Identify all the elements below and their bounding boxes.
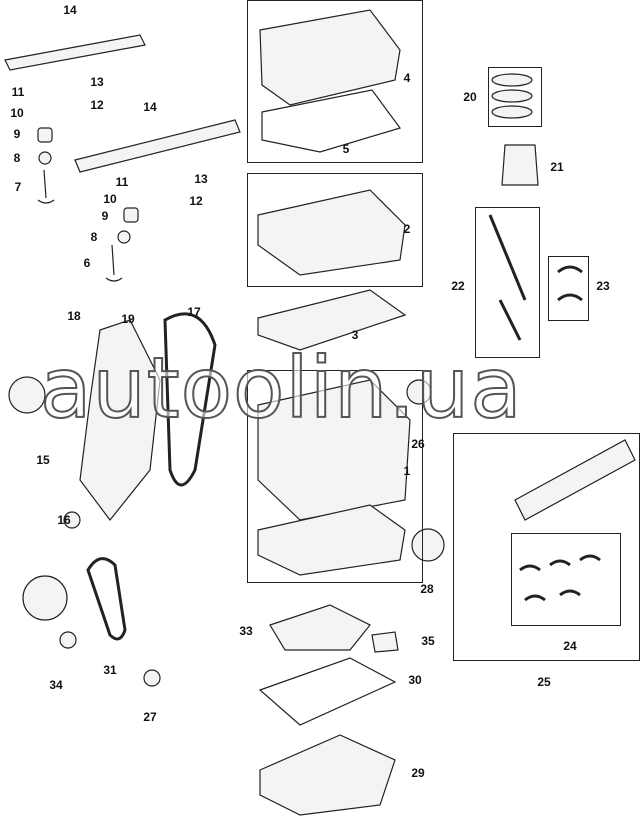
callout: 26 bbox=[411, 437, 425, 451]
oil-pan bbox=[259, 734, 396, 816]
callout: 18 bbox=[67, 309, 81, 323]
callout: 30 bbox=[408, 673, 422, 687]
cylinder-head bbox=[257, 189, 406, 276]
callout: 28 bbox=[420, 582, 434, 596]
valve-left bbox=[37, 169, 55, 204]
valve-seal bbox=[38, 151, 52, 165]
connecting-rod-box bbox=[475, 207, 540, 358]
callout: 3 bbox=[351, 328, 359, 342]
bearing-shell bbox=[557, 265, 583, 302]
sprocket bbox=[8, 376, 46, 414]
callout: 7 bbox=[14, 180, 22, 194]
callout: 9 bbox=[13, 127, 21, 141]
oil-pump bbox=[269, 604, 371, 651]
piston-ring bbox=[491, 105, 533, 119]
callout: 35 bbox=[421, 634, 435, 648]
callout: 34 bbox=[49, 678, 63, 692]
sprocket-small bbox=[63, 511, 81, 529]
callout: 22 bbox=[451, 279, 465, 293]
main-bearings bbox=[519, 554, 601, 602]
callout: 24 bbox=[563, 639, 577, 653]
camshaft-lower bbox=[74, 119, 241, 173]
connecting-rod bbox=[488, 214, 527, 341]
pulley-small bbox=[59, 631, 77, 649]
piston-ring bbox=[491, 89, 533, 103]
callout: 14 bbox=[63, 3, 77, 17]
head-gasket bbox=[257, 289, 407, 351]
callout: 6 bbox=[83, 256, 91, 270]
callout: 33 bbox=[239, 624, 253, 638]
callout: 20 bbox=[463, 90, 477, 104]
callout: 29 bbox=[411, 766, 425, 780]
valve-cover bbox=[259, 9, 401, 106]
drive-belt bbox=[86, 557, 127, 641]
cylinder-head-group-box bbox=[247, 173, 423, 287]
callout: 25 bbox=[537, 675, 551, 689]
callout: 16 bbox=[57, 513, 71, 527]
lower-block bbox=[257, 504, 406, 576]
watermark: autoolin.ua bbox=[39, 339, 523, 437]
callout: 5 bbox=[342, 142, 350, 156]
callout: 10 bbox=[10, 106, 24, 120]
pulley bbox=[22, 575, 68, 621]
oil-pan-gasket bbox=[258, 657, 397, 726]
callout: 23 bbox=[596, 279, 610, 293]
callout: 11 bbox=[115, 175, 129, 189]
valve-spring bbox=[37, 127, 53, 143]
callout: 9 bbox=[101, 209, 109, 223]
callout: 27 bbox=[143, 710, 157, 724]
crankshaft bbox=[514, 439, 636, 521]
callout: 2 bbox=[403, 222, 411, 236]
valve-seal-2 bbox=[117, 230, 131, 244]
callout: 13 bbox=[90, 75, 104, 89]
timing-chain bbox=[163, 312, 217, 487]
callout: 12 bbox=[189, 194, 203, 208]
valve-cover-group-box bbox=[247, 0, 423, 163]
callout: 1 bbox=[403, 464, 411, 478]
seal bbox=[143, 669, 161, 687]
callout: 8 bbox=[90, 230, 98, 244]
callout: 17 bbox=[187, 305, 201, 319]
piston bbox=[501, 144, 539, 186]
callout: 11 bbox=[11, 85, 25, 99]
callout: 14 bbox=[143, 100, 157, 114]
engine-block bbox=[257, 379, 411, 521]
valve-right bbox=[105, 244, 123, 282]
valve-cover-gasket bbox=[261, 89, 401, 153]
callout: 21 bbox=[550, 160, 564, 174]
main-bearing-box bbox=[511, 533, 621, 626]
piston-rings-box bbox=[488, 67, 542, 127]
callout: 12 bbox=[90, 98, 104, 112]
piston-rings bbox=[491, 73, 533, 87]
crank-seal bbox=[406, 379, 432, 405]
callout: 13 bbox=[194, 172, 208, 186]
callout: 8 bbox=[13, 151, 21, 165]
rod-bearing-box bbox=[548, 256, 589, 321]
damper-pulley bbox=[411, 528, 445, 562]
engine-block-box bbox=[247, 370, 423, 583]
valve-spring-2 bbox=[123, 207, 139, 223]
callout: 15 bbox=[36, 453, 50, 467]
callout: 19 bbox=[121, 312, 135, 326]
callout: 10 bbox=[103, 192, 117, 206]
callout: 31 bbox=[103, 663, 117, 677]
timing-cover bbox=[79, 319, 161, 521]
camshaft-upper bbox=[4, 34, 146, 71]
callout: 4 bbox=[403, 71, 411, 85]
bracket bbox=[371, 631, 399, 653]
